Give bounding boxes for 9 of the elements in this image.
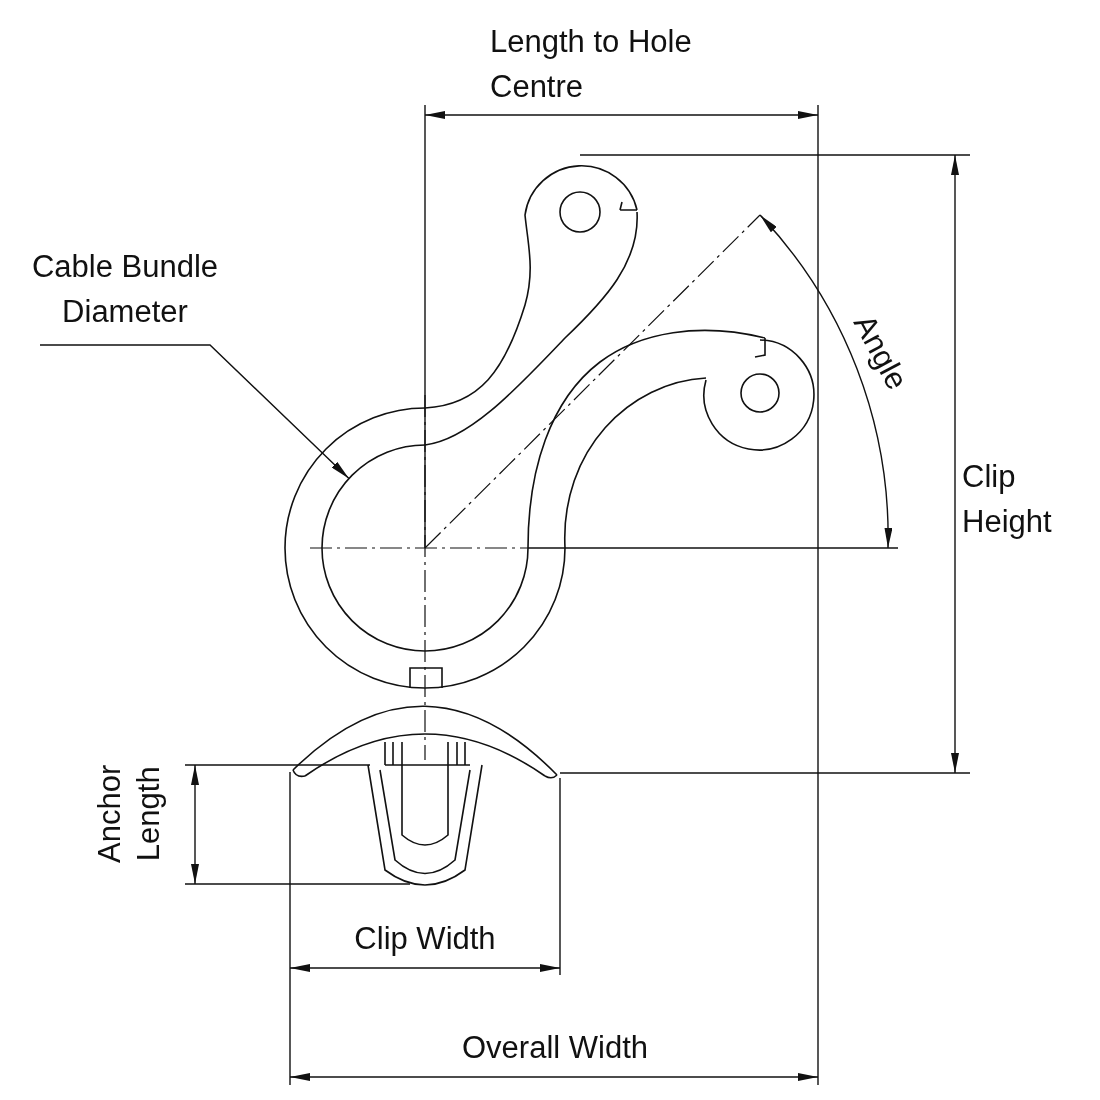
callout-label: Cable Bundle Diameter [30,248,220,331]
dimension-label: Length to Hole Centre [490,23,693,106]
dimension-label: Angle [845,307,916,398]
dimension-label: Overall Width [460,1029,649,1067]
dimension-label: Clip Height [962,458,1053,541]
leader-line [39,344,350,480]
dimension-label: Anchor Length [91,763,167,865]
cable-opening [321,444,529,652]
dimension-label: Clip Width [353,920,497,958]
